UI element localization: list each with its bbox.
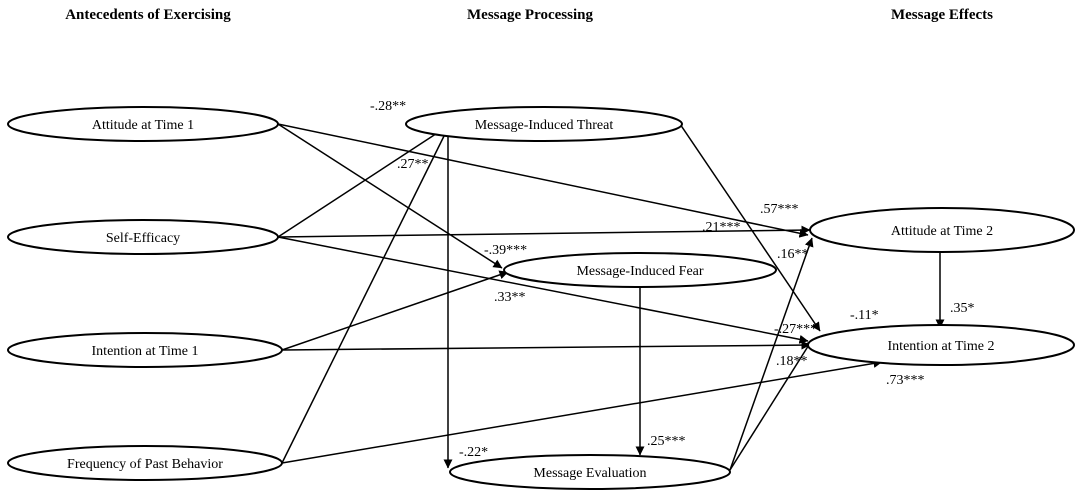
node-message-induced-fear: Message-Induced Fear — [503, 252, 777, 288]
arrow-intention-t1-to-fear — [281, 270, 509, 351]
node-ellipse — [7, 332, 283, 368]
coef-att2-attitude-t1: .57*** — [760, 202, 799, 217]
coef-int2-intention-t1: -.27*** — [774, 322, 817, 337]
node-ellipse — [449, 454, 731, 490]
coef-fear-attitude-t1: -.39*** — [484, 243, 527, 258]
arrow-intention-t1-to-intention-t2 — [281, 340, 811, 351]
arrow-attitude-t1-to-fear — [277, 123, 503, 269]
node-self-efficacy: Self-Efficacy — [7, 219, 279, 255]
node-label-intention-t1: Intention at Time 1 — [92, 344, 199, 359]
node-label-attitude-t2: Attitude at Time 2 — [891, 224, 993, 239]
arrow-past-behavior-to-threat — [281, 127, 449, 464]
coef-threat-self-efficacy: -.28** — [370, 99, 406, 114]
coef-int2-self-efficacy: .33** — [494, 290, 526, 305]
node-ellipse — [405, 106, 683, 142]
node-label-fear: Message-Induced Fear — [576, 264, 703, 279]
arrow-threat-to-intention-t2 — [679, 123, 821, 332]
node-past-behavior: Frequency of Past Behavior — [7, 445, 283, 481]
coef-att2-evaluation: .16** — [777, 247, 809, 262]
arrow-self-efficacy-to-threat — [277, 125, 449, 238]
header-message-processing: Message Processing — [467, 7, 593, 23]
node-intention-t2: Intention at Time 2 — [807, 324, 1075, 366]
coef-int2-attitude-t2: .35* — [950, 301, 975, 316]
header-antecedents: Antecedents of Exercising — [65, 7, 231, 23]
arrow-evaluation-to-attitude-t2 — [729, 237, 814, 471]
node-label-attitude-t1: Attitude at Time 1 — [92, 118, 194, 133]
node-ellipse — [7, 106, 279, 142]
node-message-evaluation: Message Evaluation — [449, 454, 731, 490]
node-label-threat: Message-Induced Threat — [475, 118, 614, 133]
node-attitude-t1: Attitude at Time 1 — [7, 106, 279, 142]
node-label-past-behavior: Frequency of Past Behavior — [67, 457, 223, 472]
path-arrows — [277, 123, 945, 471]
node-attitude-t2: Attitude at Time 2 — [809, 207, 1075, 253]
node-ellipse — [807, 324, 1075, 366]
coef-int2-past-behavior: .73*** — [886, 373, 925, 388]
node-ellipse — [7, 445, 283, 481]
coef-eval-threat: -.22* — [459, 445, 488, 460]
path-coefficients: -.28** .27** -.39*** .57*** .21*** .16**… — [370, 99, 975, 460]
node-ellipse — [7, 219, 279, 255]
arrow-self-efficacy-to-attitude-t2 — [277, 225, 811, 238]
arrow-past-behavior-to-intention-t2 — [281, 358, 883, 464]
coef-int2-evaluation: .18** — [776, 354, 808, 369]
node-ellipse — [503, 252, 777, 288]
coef-threat-past-behavior: .27** — [397, 157, 429, 172]
node-label-intention-t2: Intention at Time 2 — [888, 339, 995, 354]
header-message-effects: Message Effects — [891, 7, 993, 23]
node-ellipse — [809, 207, 1075, 253]
node-label-evaluation: Message Evaluation — [533, 466, 646, 481]
arrow-self-efficacy-to-intention-t2 — [277, 236, 809, 344]
coef-int2-threat: -.11* — [850, 308, 879, 323]
coef-eval-fear: .25*** — [647, 434, 686, 449]
arrow-attitude-t1-to-attitude-t2 — [277, 123, 809, 238]
node-message-induced-threat: Message-Induced Threat — [405, 106, 683, 142]
arrow-evaluation-to-intention-t2 — [729, 339, 813, 471]
node-label-self-efficacy: Self-Efficacy — [106, 231, 180, 246]
coef-att2-self-efficacy: .21*** — [702, 220, 741, 235]
node-intention-t1: Intention at Time 1 — [7, 332, 283, 368]
